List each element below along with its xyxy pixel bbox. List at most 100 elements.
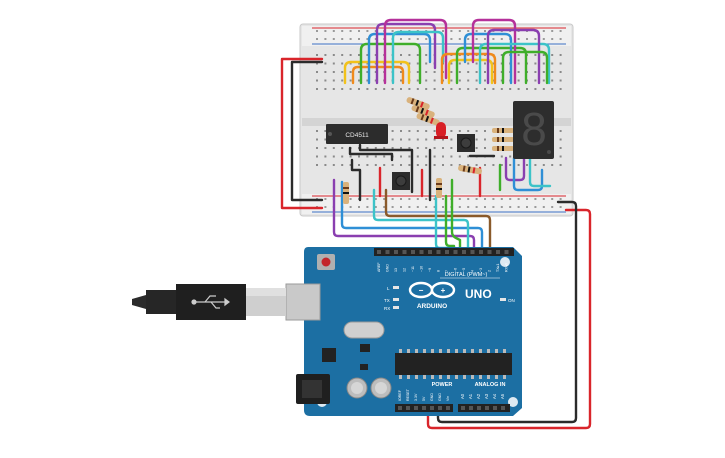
terminal-hole: [416, 138, 419, 141]
terminal-hole: [450, 79, 453, 82]
wire-black-left-rail: [290, 60, 324, 202]
chip-label: CD4511: [345, 132, 369, 139]
rail-hole: [542, 198, 545, 200]
digital-pin-label: AREF: [377, 262, 381, 272]
power-label: POWER: [432, 382, 453, 388]
seven-segment-display[interactable]: 8: [513, 101, 554, 159]
terminal-hole: [534, 62, 537, 65]
header-pin: [398, 406, 402, 410]
terminal-hole: [475, 147, 478, 149]
rail-hole: [324, 30, 327, 32]
rail-hole: [433, 198, 436, 200]
rail-hole: [400, 206, 402, 208]
terminal-hole: [450, 88, 453, 90]
terminal-hole: [433, 164, 436, 166]
terminal-hole: [517, 79, 520, 82]
terminal-hole: [425, 88, 428, 90]
terminal-hole: [425, 71, 428, 73]
rail-hole: [450, 38, 453, 40]
terminal-hole: [366, 164, 369, 166]
digital-header: [374, 248, 514, 256]
header-pin: [428, 250, 432, 254]
header-pin: [438, 406, 442, 410]
rail-hole: [551, 38, 554, 40]
terminal-hole: [316, 54, 318, 56]
rail-hole: [559, 198, 562, 200]
chip-pin: [479, 375, 482, 379]
terminal-hole: [366, 155, 369, 158]
rail-hole: [484, 38, 486, 40]
wire-yellow-arch-2: [447, 58, 494, 85]
terminal-hole: [458, 79, 461, 82]
pushbutton-1[interactable]: [457, 134, 475, 152]
chip-pin: [447, 375, 450, 379]
pushbutton-2[interactable]: [392, 172, 410, 190]
analog-pin-label: A5: [500, 393, 505, 399]
wire-green-d: [450, 178, 462, 254]
terminal-hole: [442, 147, 444, 149]
terminal-hole: [400, 54, 402, 56]
rail-hole: [551, 30, 554, 32]
terminal-hole: [509, 155, 512, 158]
rail-hole: [517, 38, 520, 40]
terminal-hole: [433, 130, 436, 132]
terminal-hole: [391, 164, 394, 166]
header-pin: [487, 250, 492, 254]
usb-symbol-icon: [191, 295, 230, 309]
terminal-hole: [408, 164, 411, 166]
red-led[interactable]: [434, 122, 448, 139]
wire-green-arch-3: [501, 50, 549, 85]
chip-pin: [431, 375, 434, 379]
rail-hole: [500, 198, 503, 200]
chip-pin: [415, 375, 418, 379]
rail-hole: [559, 206, 562, 208]
wire-black-lower-1: [348, 146, 394, 162]
terminal-hole: [458, 155, 461, 158]
rail-hole: [458, 38, 461, 40]
terminal-hole: [400, 147, 402, 149]
rail-hole: [551, 206, 554, 208]
chip-pin: [399, 349, 402, 353]
rail-hole: [475, 198, 478, 200]
rail-hole: [391, 30, 394, 32]
wire-cyan-arch-1: [391, 30, 445, 85]
rail-hole: [475, 206, 478, 208]
header-pin: [385, 250, 390, 254]
wire-magenta-arch-1: [383, 18, 448, 85]
rail-hole: [458, 206, 461, 208]
rail-hole: [542, 38, 545, 40]
terminal-hole: [324, 147, 327, 149]
chip-pin: [463, 349, 466, 353]
chip-pin: [479, 349, 482, 353]
rail-hole: [475, 38, 478, 40]
cd4511-chip[interactable]: CD4511: [326, 124, 388, 144]
rail-hole: [467, 38, 470, 40]
terminal-hole: [467, 62, 470, 65]
terminal-hole: [433, 71, 436, 73]
wire-orange-arch-2: [440, 52, 497, 85]
rail-hole: [458, 198, 461, 200]
digital-pin-label: 7: [445, 270, 449, 272]
terminal-hole: [366, 147, 369, 149]
terminal-hole: [425, 164, 428, 166]
wire-brown-d: [384, 188, 492, 254]
arduino-uno[interactable]: DIGITAL (PWM~) − + ARDUINO UNO L TX RX O…: [296, 247, 522, 416]
terminal-hole: [475, 88, 478, 90]
terminal-hole: [492, 164, 495, 166]
chip-pin: [431, 349, 434, 353]
bottom-header-pins: [398, 406, 505, 410]
terminal-hole: [534, 79, 537, 82]
terminal-hole: [458, 130, 461, 132]
terminal-hole: [416, 71, 419, 73]
header-pin: [504, 250, 509, 254]
header-pin: [419, 250, 424, 254]
on-label: ON: [508, 298, 515, 303]
terminal-hole: [408, 138, 411, 141]
terminal-hole: [442, 155, 444, 158]
terminal-hole: [475, 71, 478, 73]
rail-hole: [517, 198, 520, 200]
usb-cable[interactable]: [132, 283, 321, 321]
terminal-hole: [400, 79, 402, 82]
wire-purple-d: [332, 178, 476, 254]
